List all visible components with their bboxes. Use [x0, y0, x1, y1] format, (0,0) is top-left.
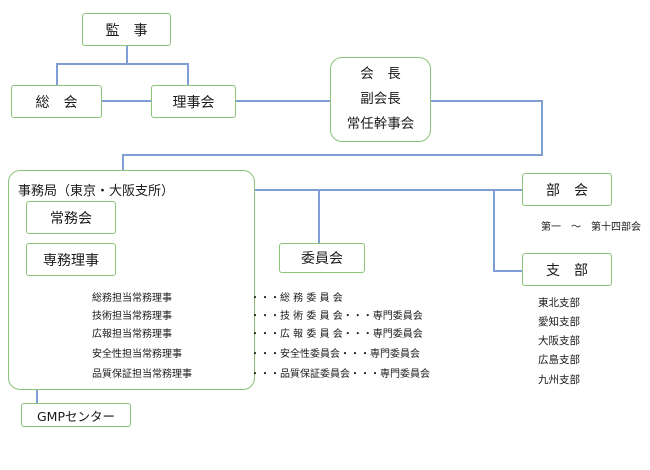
senmu-box: 専務理事: [26, 243, 116, 276]
connector-rijikai-officers: [236, 100, 330, 102]
connector-mid-bar: [122, 154, 543, 156]
joumukai-box: 常務会: [26, 201, 116, 234]
branch-item: 東北支部: [538, 297, 580, 309]
director-title: 技術担当常務理事: [92, 311, 172, 322]
director-title: 広報担当常務理事: [92, 329, 172, 340]
connector-shibu-vertical: [493, 189, 495, 271]
connector-to-iinkai: [318, 189, 320, 244]
connector-kanji-down: [126, 45, 128, 64]
branch-item: 広島支部: [538, 354, 580, 366]
shibu-box: 支 部: [522, 253, 612, 286]
connector-officers-right: [431, 100, 542, 102]
vice-president-label: 副会長: [360, 91, 401, 107]
committee-line: ・・・技 術 委 員 会・・・専門委員会: [250, 311, 423, 322]
bukai-range: 第一 ～ 第十四部会: [541, 222, 641, 233]
standing-committee-label: 常任幹事会: [346, 116, 415, 132]
connector-kanji-bar: [56, 63, 188, 65]
jimukyoku-title: 事務局（東京・大阪支所）: [18, 184, 175, 199]
kanji-box: 監 事: [82, 13, 171, 46]
branch-item: 愛知支部: [538, 316, 580, 328]
officers-box: 会 長 副会長 常任幹事会: [330, 57, 431, 142]
soukai-box: 総 会: [11, 85, 102, 118]
bukai-box: 部 会: [522, 173, 612, 206]
director-title: 安全性担当常務理事: [92, 349, 182, 360]
rijikai-box: 理事会: [151, 85, 236, 118]
connector-jimukyoku-bukai: [255, 189, 522, 191]
iinkai-box: 委員会: [279, 243, 365, 273]
connector-right-down: [541, 100, 543, 155]
committee-line: ・・・総 務 委 員 会: [250, 293, 343, 304]
branch-item: 大阪支部: [538, 335, 580, 347]
gmp-center-box: GMPセンター: [21, 403, 131, 427]
connector-to-soukai: [56, 63, 58, 85]
committee-line: ・・・安全性委員会・・・専門委員会: [250, 349, 420, 360]
connector-to-jimukyoku: [122, 154, 124, 170]
branch-item: 九州支部: [538, 374, 580, 386]
director-title: 品質保証担当常務理事: [92, 369, 192, 380]
president-label: 会 長: [360, 66, 401, 82]
committee-line: ・・・品質保証委員会・・・専門委員会: [250, 369, 430, 380]
director-title: 総務担当常務理事: [92, 293, 172, 304]
connector-to-shibu: [493, 270, 522, 272]
connector-to-rijikai: [187, 63, 189, 85]
connector-soukai-rijikai: [102, 100, 151, 102]
committee-line: ・・・広 報 委 員 会・・・専門委員会: [250, 329, 423, 340]
